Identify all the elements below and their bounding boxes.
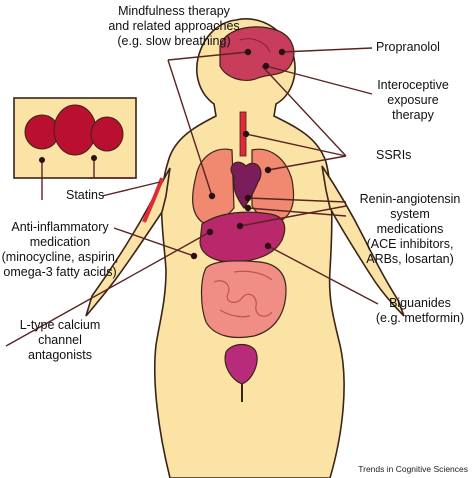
- leader-lines: [5, 47, 379, 347]
- label-renin-angiotensin: Renin-angiotensin system medications (AC…: [359, 192, 461, 266]
- intestine-coils: [213, 270, 273, 318]
- label-calcium-antagonists: L-type calcium channel antagonists: [19, 318, 101, 362]
- label-statins: Statins: [66, 188, 105, 202]
- intestines: [200, 260, 287, 339]
- label-biguanides: Biguanides (e.g. metformin): [375, 296, 465, 325]
- label-ssris: SSRIs: [376, 148, 412, 162]
- label-propranolol: Propranolol: [376, 40, 440, 54]
- liver: [199, 211, 286, 263]
- leader-dots: [39, 48, 286, 260]
- label-anti-inflammatory: Anti-inflammatory medication (minocyclin…: [1, 220, 119, 279]
- label-mindfulness: Mindfulness therapy and related approach…: [108, 4, 240, 48]
- bladder: [224, 343, 258, 385]
- brain: [219, 26, 295, 81]
- inset-cell-middle: [53, 104, 97, 156]
- heart: [230, 161, 262, 210]
- journal-credit: Trends in Cognitive Sciences: [358, 464, 468, 474]
- inset-cell-right: [90, 116, 124, 152]
- arm-vessel: [142, 177, 164, 223]
- brain-shape: [219, 26, 295, 81]
- brain-detail: [239, 38, 271, 53]
- label-interoceptive: Interoceptive exposure therapy: [377, 78, 449, 122]
- right-arm: [321, 165, 405, 317]
- left-arm: [85, 167, 171, 317]
